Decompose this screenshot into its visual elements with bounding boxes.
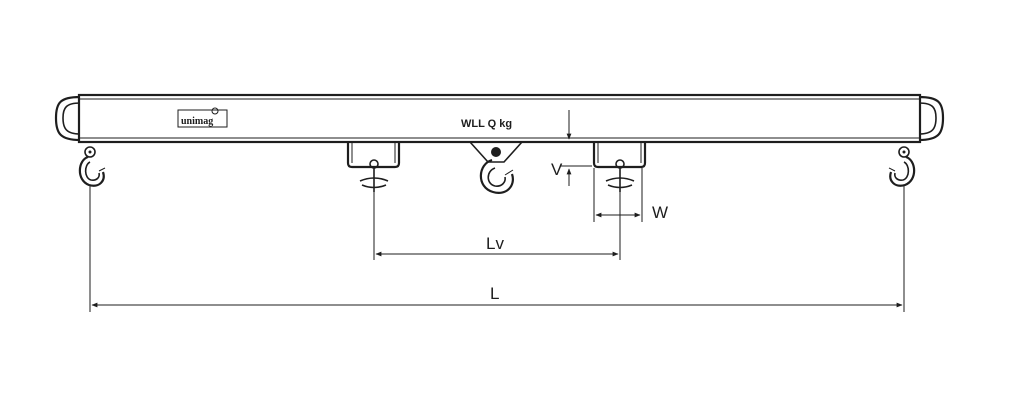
center-hook-icon — [469, 141, 523, 194]
w-dimension-label: W — [652, 203, 668, 222]
beam — [77, 93, 922, 144]
right-lifting-eye — [918, 95, 945, 142]
unimag-logo: unimag — [177, 107, 228, 128]
right-trolley — [592, 142, 647, 192]
left-trolley — [346, 142, 401, 192]
wll-label: WLL Q kg — [461, 118, 512, 130]
l-dimension: L — [89, 186, 905, 312]
logo-text: unimag — [181, 116, 213, 127]
l-dimension-label: L — [490, 284, 499, 303]
lv-dimension: Lv — [373, 192, 621, 260]
left-end-hook-icon — [78, 141, 106, 187]
right-end-hook-icon — [888, 141, 916, 187]
lv-dimension-label: Lv — [486, 234, 504, 253]
v-dimension-label: V — [551, 160, 563, 179]
left-lifting-eye — [54, 95, 81, 142]
w-dimension: W — [593, 168, 668, 222]
v-dimension: V — [551, 110, 592, 186]
